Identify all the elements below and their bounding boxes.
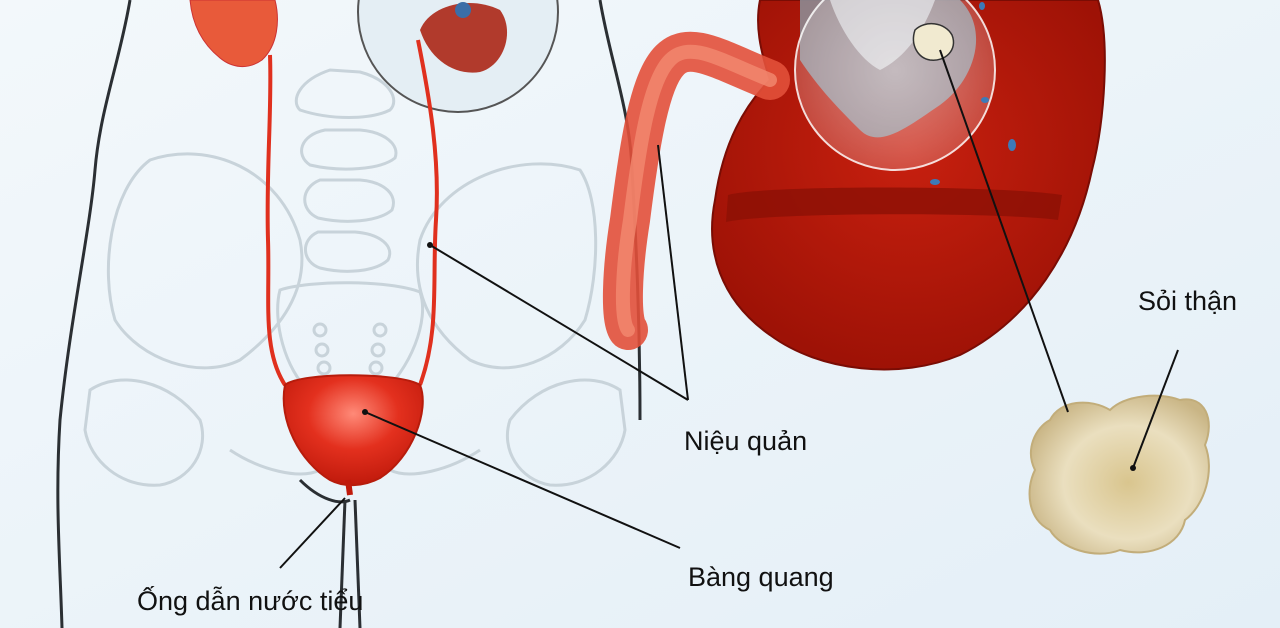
bladder	[282, 374, 424, 486]
leader-stone-top	[939, 49, 1069, 413]
kidney-cross-section	[602, 0, 1106, 371]
urethra	[345, 479, 353, 496]
kidney-stone	[1028, 394, 1210, 555]
leader-ureter-left	[429, 244, 689, 401]
urethra-label: Ống dẫn nước tiểu	[137, 586, 364, 616]
leader-stone-label	[1132, 349, 1179, 469]
bladder-label: Bàng quang	[688, 562, 834, 592]
leader-urethra	[279, 497, 346, 569]
leader-bladder	[364, 411, 681, 549]
leader-lines	[279, 49, 1179, 569]
ureters	[265, 39, 439, 387]
skeleton	[83, 68, 627, 487]
kidney-left	[189, 0, 278, 67]
leader-ureter-right	[657, 144, 689, 401]
kidney-right-magnifier	[357, 0, 559, 113]
kidney-stone-label: Sỏi thận	[1138, 286, 1238, 316]
ureter-label: Niệu quản	[684, 426, 808, 456]
